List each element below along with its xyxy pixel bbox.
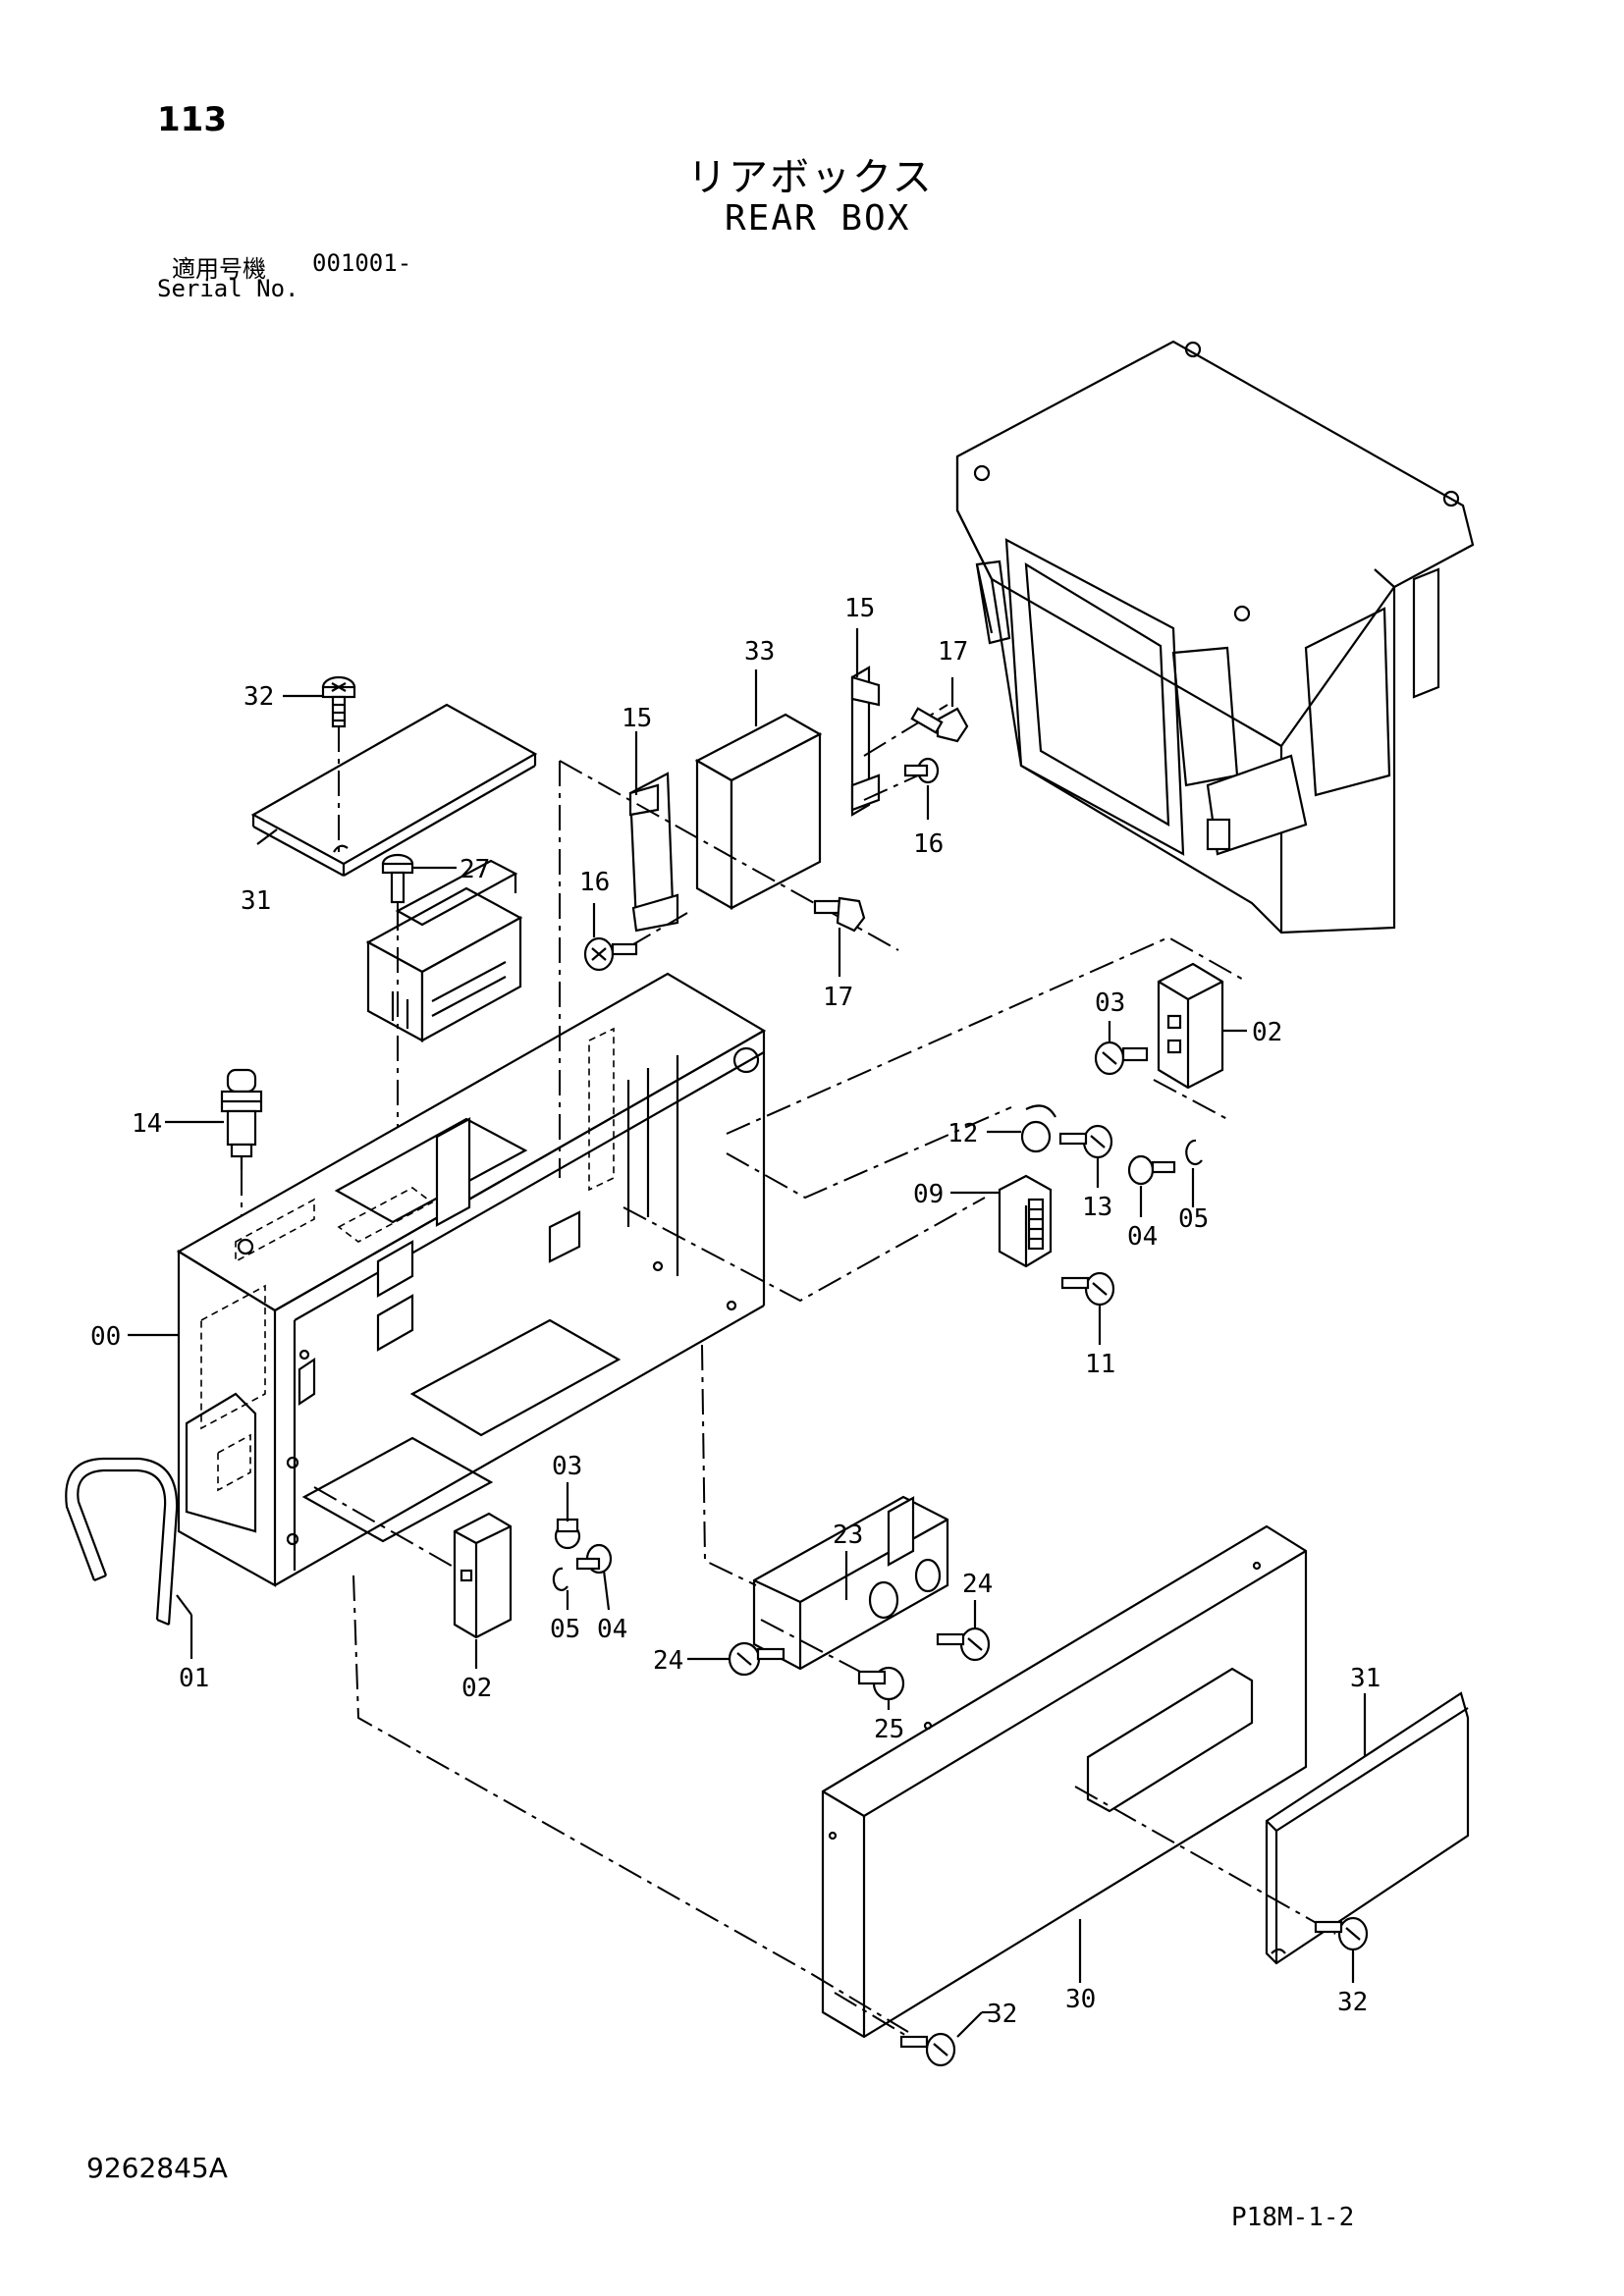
callout-05-upper: 05 [1178, 1204, 1209, 1234]
callout-14: 14 [132, 1109, 162, 1139]
page-reference: P18M-1-2 [1231, 2203, 1355, 2232]
serial-label-japanese: 適用号機 [172, 255, 266, 283]
callout-24-left: 24 [653, 1646, 683, 1676]
title-japanese: リアボックス [687, 155, 934, 200]
terminal-block-02-lower [453, 1512, 513, 1639]
u-bolt-01 [65, 1457, 179, 1627]
document-number: 9262845A [86, 2152, 228, 2184]
callout-01: 01 [179, 1664, 209, 1693]
washer-05-upper [1185, 1139, 1203, 1165]
callout-17-upper: 17 [938, 637, 968, 667]
callout-04-lower: 04 [597, 1615, 627, 1644]
terminal-block-02-upper [1157, 962, 1224, 1090]
callout-12: 12 [947, 1119, 978, 1148]
callout-15-right: 15 [844, 594, 875, 623]
bolt-16-upper [903, 757, 940, 784]
bolt-16-lower [583, 936, 638, 972]
bracket-15-right [850, 666, 881, 817]
callout-33: 33 [744, 637, 775, 667]
callout-09: 09 [913, 1180, 944, 1209]
top-cover-31 [250, 703, 538, 877]
bolt-03-lower [554, 1518, 581, 1550]
bolt-17-lower [813, 896, 866, 933]
connector-09 [998, 1174, 1053, 1268]
screw-32-top [321, 675, 356, 854]
serial-label-english: Serial No. [157, 275, 299, 302]
callout-03-lower: 03 [552, 1452, 582, 1481]
callout-16-lower: 16 [579, 868, 610, 897]
callout-32-bottom-left: 32 [987, 2000, 1017, 2029]
bolt-11 [1060, 1271, 1115, 1307]
callout-27: 27 [460, 855, 490, 884]
callout-32-top: 32 [244, 682, 274, 712]
bolt-04-upper [1127, 1154, 1176, 1186]
callout-23: 23 [833, 1521, 863, 1550]
side-cover-31 [1265, 1691, 1470, 1965]
bolt-03-upper [1094, 1041, 1149, 1076]
clip-12 [1020, 1104, 1056, 1153]
control-unit-33 [694, 713, 823, 910]
callout-24-right: 24 [962, 1570, 993, 1599]
callout-02-upper: 02 [1252, 1018, 1282, 1047]
callout-31-top: 31 [241, 886, 271, 916]
rear-box-body-00 [176, 972, 767, 1587]
callout-31-side: 31 [1350, 1664, 1380, 1693]
bolt-04-lower [575, 1543, 613, 1575]
callout-30: 30 [1065, 1985, 1096, 2014]
switch-14 [220, 1068, 263, 1239]
screw-24-right [936, 1627, 991, 1662]
callout-16-upper: 16 [913, 829, 944, 859]
bolt-13 [1058, 1124, 1113, 1159]
callout-11: 11 [1085, 1350, 1115, 1379]
page-number: 113 [157, 100, 227, 139]
callout-04-upper: 04 [1127, 1222, 1158, 1252]
serial-value: 001001- [312, 249, 412, 277]
washer-05-lower [552, 1567, 568, 1591]
relay-block-27 [365, 853, 523, 1178]
callout-13: 13 [1082, 1193, 1112, 1222]
screw-25 [857, 1666, 905, 1701]
callout-25: 25 [874, 1715, 904, 1744]
bracket-23 [752, 1495, 949, 1671]
title-english: REAR BOX [725, 198, 911, 239]
callout-17-lower: 17 [823, 983, 853, 1012]
callout-32-bottom-right: 32 [1337, 1988, 1368, 2017]
callout-02-lower: 02 [461, 1674, 492, 1703]
bracket-15-left [628, 772, 679, 933]
callout-03-upper: 03 [1095, 988, 1125, 1018]
callout-15-left: 15 [622, 704, 652, 733]
screw-32-bottom-left [899, 2032, 956, 2067]
screw-24-left [728, 1641, 785, 1677]
bolt-17-upper [910, 707, 969, 743]
side-panel-30 [821, 1524, 1308, 2039]
leader-lines [128, 628, 1367, 2038]
callout-00: 00 [90, 1322, 121, 1352]
callout-05-lower: 05 [550, 1615, 580, 1644]
callout-labels: 32 31 27 15 33 17 16 15 16 17 03 02 14 1… [90, 594, 1380, 2029]
cab-outline [955, 340, 1475, 934]
screw-32-bottom-right [1314, 1916, 1369, 1951]
